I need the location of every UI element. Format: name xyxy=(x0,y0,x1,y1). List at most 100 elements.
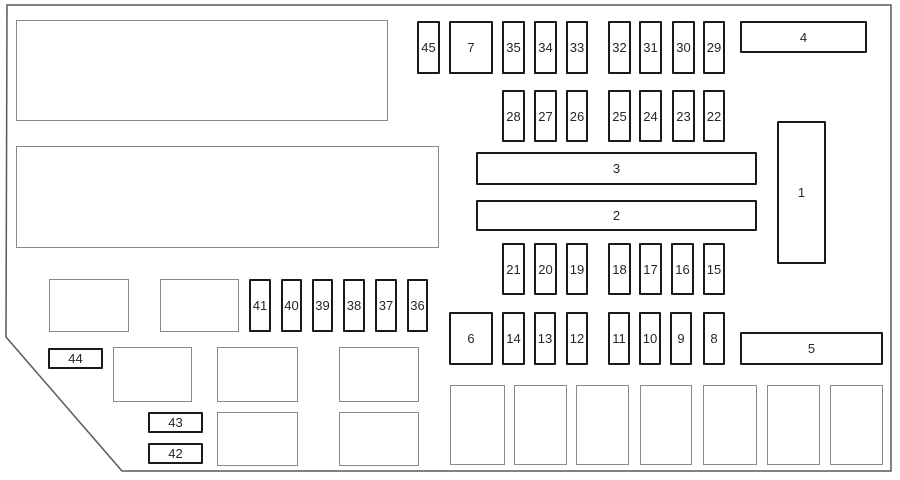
fuse-label: 15 xyxy=(706,261,722,277)
fuse-label: 33 xyxy=(569,40,585,55)
fuse-label: 4 xyxy=(799,29,808,45)
fuse-28: 28 xyxy=(502,90,525,142)
fuse-label: 13 xyxy=(537,331,553,346)
fuse-label: 19 xyxy=(569,261,585,277)
fuse-20: 20 xyxy=(534,243,557,295)
fuse-label: 36 xyxy=(410,298,425,313)
fuse-4: 4 xyxy=(740,21,867,53)
fuse-label: 21 xyxy=(506,261,521,277)
fuse-22: 22 xyxy=(703,90,725,142)
fuse-label: 31 xyxy=(643,40,658,55)
fuse-label: 24 xyxy=(643,108,658,124)
fuse-label: 7 xyxy=(467,40,475,55)
fuse-31: 31 xyxy=(639,21,662,74)
fuse-2: 2 xyxy=(476,200,757,231)
fuse-label: 40 xyxy=(284,298,299,313)
fuse-18: 18 xyxy=(608,243,631,295)
fuse-42: 42 xyxy=(148,443,203,464)
fuse-12: 12 xyxy=(566,312,588,365)
empty-slot xyxy=(113,347,192,402)
fuse-label: 9 xyxy=(677,331,685,346)
fuse-label: 27 xyxy=(538,108,553,124)
fuse-label: 35 xyxy=(506,40,521,55)
fuse-label: 10 xyxy=(642,331,658,346)
empty-slot xyxy=(450,385,505,465)
empty-slot xyxy=(217,347,298,402)
fuse-8: 8 xyxy=(703,312,725,365)
fuse-label: 2 xyxy=(612,208,621,223)
fuse-19: 19 xyxy=(566,243,588,295)
fuse-label: 39 xyxy=(315,298,330,313)
fuse-15: 15 xyxy=(703,243,725,295)
fuse-45: 45 xyxy=(417,21,440,74)
fuse-41: 41 xyxy=(249,279,271,332)
fuse-44: 44 xyxy=(48,348,103,369)
fuse-label: 41 xyxy=(252,298,268,313)
empty-slot xyxy=(339,412,419,466)
empty-slot xyxy=(767,385,820,465)
fuse-23: 23 xyxy=(672,90,695,142)
fuse-label: 26 xyxy=(569,108,585,124)
fuse-label: 1 xyxy=(797,185,806,200)
fuse-label: 17 xyxy=(643,261,658,277)
fuse-10: 10 xyxy=(639,312,661,365)
fuse-14: 14 xyxy=(502,312,525,365)
fuse-label: 6 xyxy=(467,331,475,346)
fuse-label: 44 xyxy=(68,351,83,366)
fuse-label: 3 xyxy=(612,161,621,176)
empty-slot xyxy=(49,279,129,332)
empty-slot xyxy=(576,385,629,465)
fuse-36: 36 xyxy=(407,279,428,332)
fuse-label: 23 xyxy=(676,108,691,124)
fuse-17: 17 xyxy=(639,243,662,295)
fuse-30: 30 xyxy=(672,21,695,74)
fuse-box-outline-shape xyxy=(5,4,892,472)
fuse-39: 39 xyxy=(312,279,333,332)
fuse-3: 3 xyxy=(476,152,757,185)
fuse-label: 14 xyxy=(506,331,521,346)
fuse-9: 9 xyxy=(670,312,692,365)
fuse-27: 27 xyxy=(534,90,557,142)
fuse-label: 20 xyxy=(538,261,553,277)
fuse-label: 25 xyxy=(612,108,627,124)
fuse-label: 37 xyxy=(378,298,394,313)
fuse-32: 32 xyxy=(608,21,631,74)
fuse-label: 8 xyxy=(710,331,718,346)
fuse-33: 33 xyxy=(566,21,588,74)
empty-slot xyxy=(703,385,757,465)
fuse-40: 40 xyxy=(281,279,302,332)
empty-slot xyxy=(217,412,298,466)
fuse-5: 5 xyxy=(740,332,883,365)
empty-slot xyxy=(830,385,883,465)
empty-slot xyxy=(16,146,439,248)
fuse-26: 26 xyxy=(566,90,588,142)
fuse-7: 7 xyxy=(449,21,493,74)
fuse-label: 16 xyxy=(675,261,690,277)
fuse-6: 6 xyxy=(449,312,493,365)
fuse-37: 37 xyxy=(375,279,397,332)
fuse-13: 13 xyxy=(534,312,556,365)
empty-slot xyxy=(339,347,419,402)
fuse-label: 22 xyxy=(706,108,722,124)
fuse-label: 30 xyxy=(676,40,691,55)
fuse-label: 43 xyxy=(168,415,183,430)
fuse-34: 34 xyxy=(534,21,557,74)
empty-slot xyxy=(16,20,388,121)
fuse-label: 11 xyxy=(612,331,626,346)
fuse-label: 34 xyxy=(538,40,553,55)
fuse-24: 24 xyxy=(639,90,662,142)
fuse-label: 28 xyxy=(506,108,521,124)
fuse-label: 38 xyxy=(346,298,362,313)
fuse-25: 25 xyxy=(608,90,631,142)
empty-slot xyxy=(514,385,567,465)
fuse-label: 32 xyxy=(612,40,627,55)
fuse-label: 45 xyxy=(421,40,436,55)
fuse-label: 29 xyxy=(706,40,722,55)
fuse-21: 21 xyxy=(502,243,525,295)
fuse-label: 42 xyxy=(168,446,183,461)
fuse-label: 18 xyxy=(612,261,627,277)
fuse-1: 1 xyxy=(777,121,826,264)
empty-slot xyxy=(160,279,239,332)
